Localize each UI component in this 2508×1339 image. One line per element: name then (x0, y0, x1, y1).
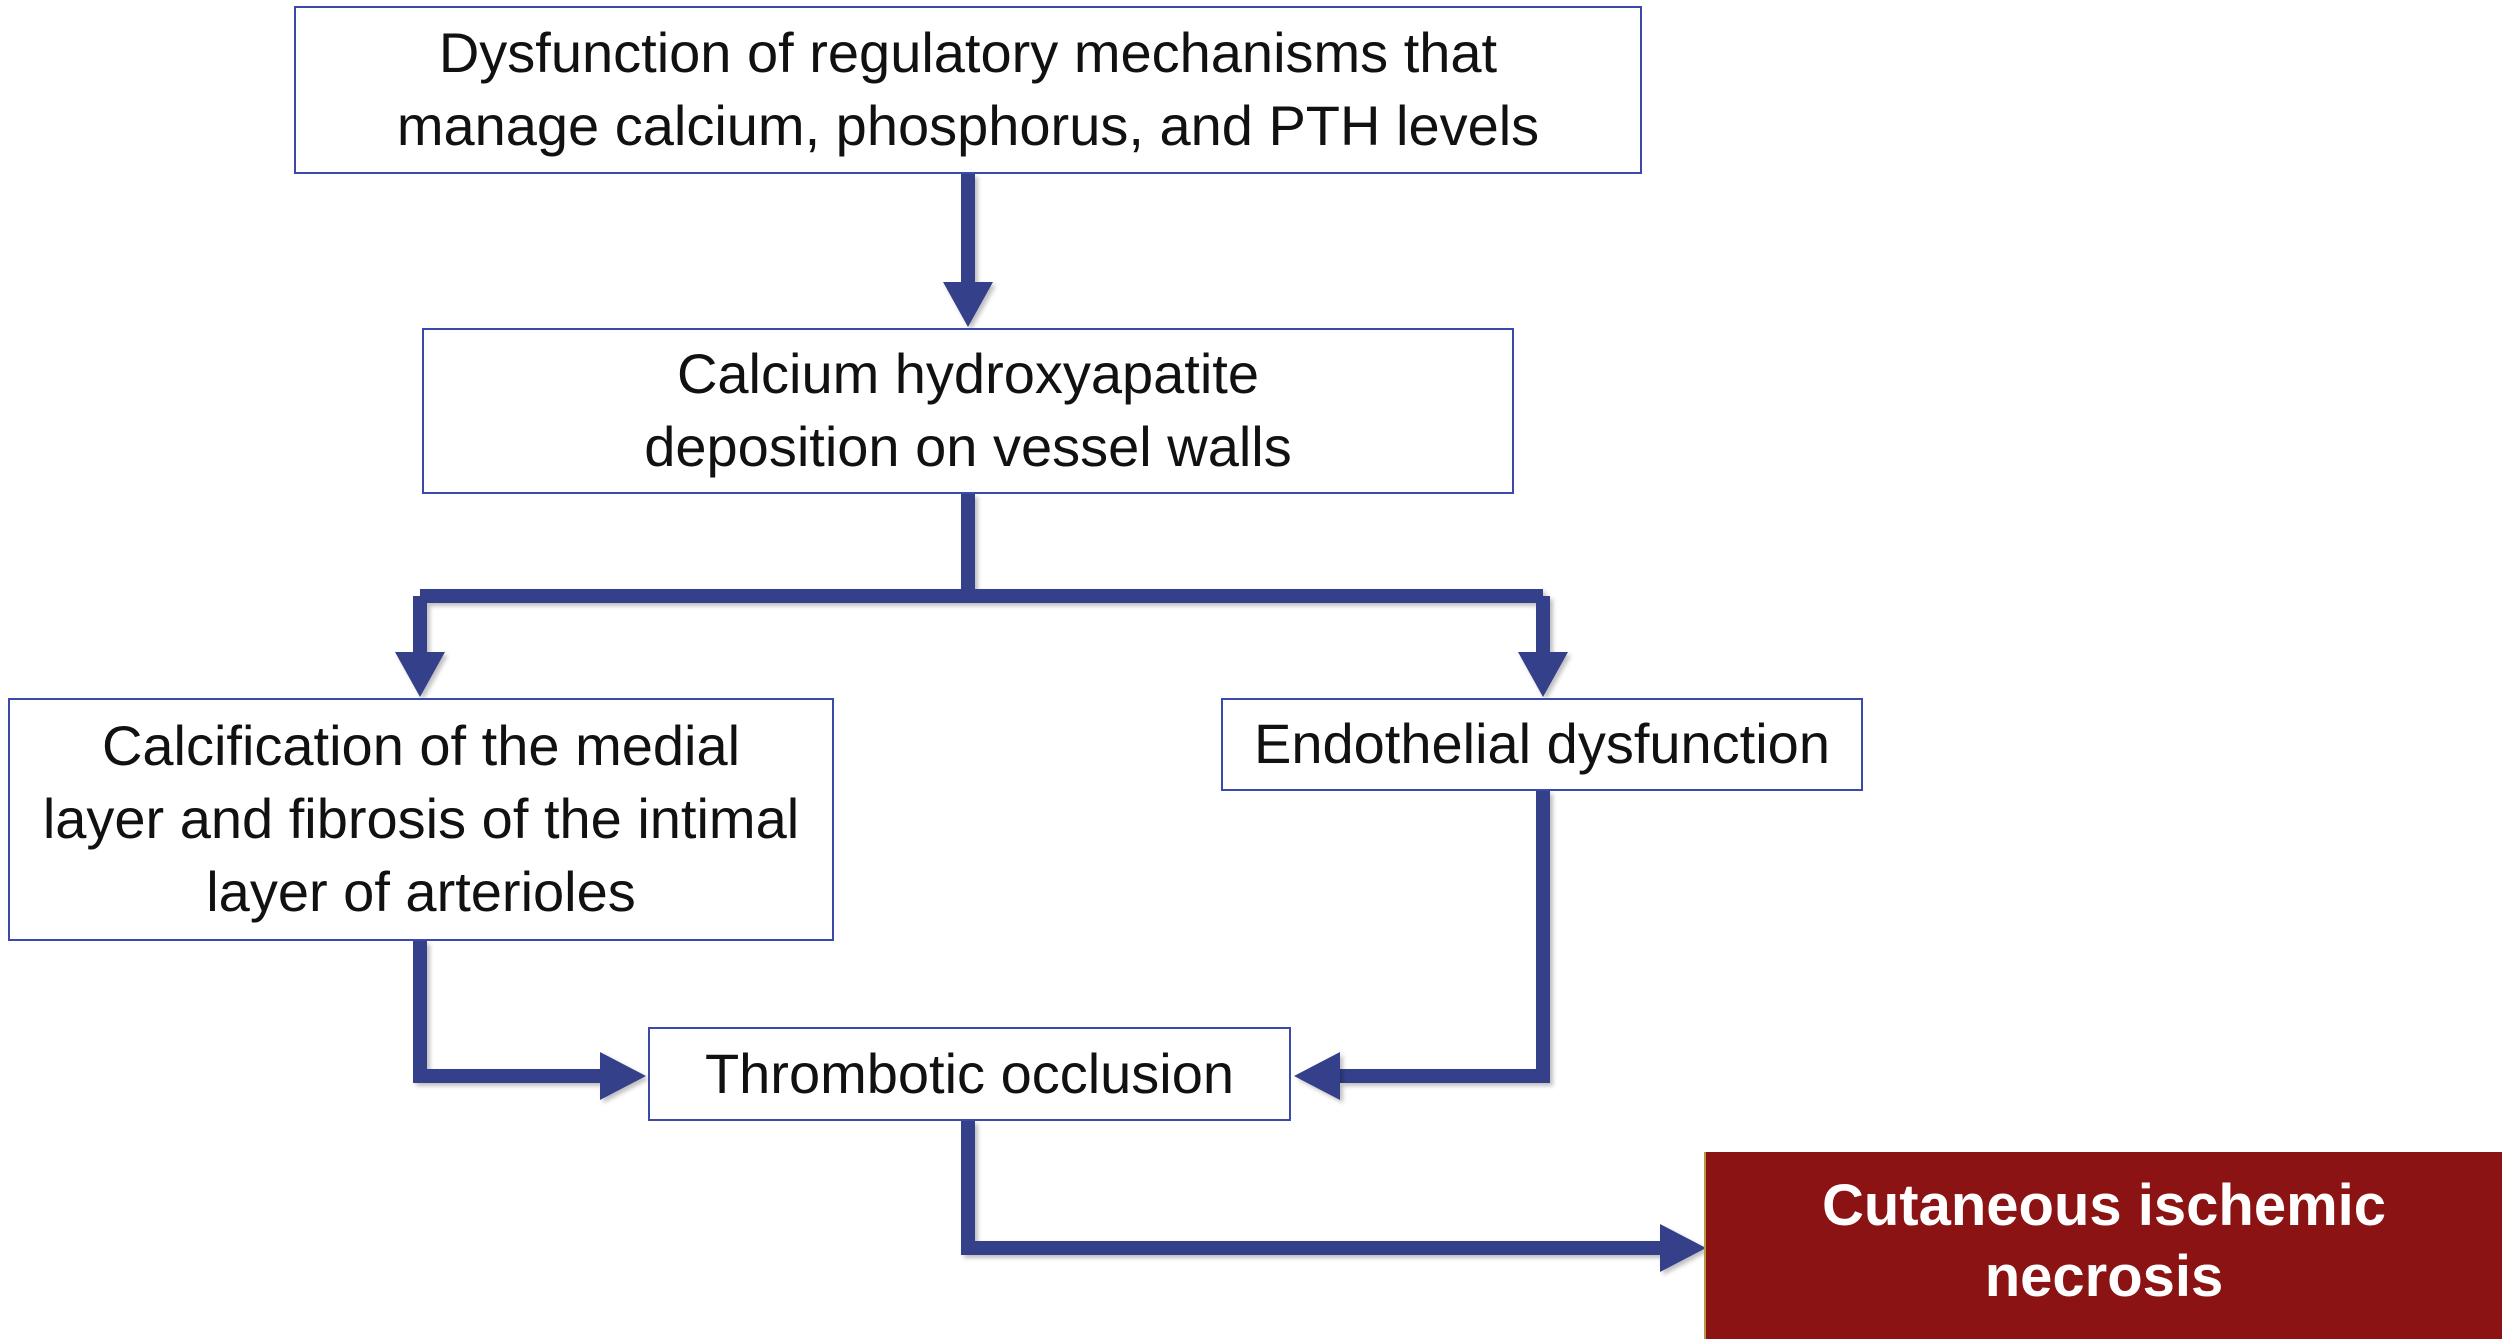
node-deposition: Calcium hydroxyapatite deposition on ves… (422, 328, 1514, 494)
arrowhead-thrombotic-left (600, 1052, 646, 1100)
node-deposition-label: Calcium hydroxyapatite deposition on ves… (644, 342, 1292, 478)
arrowhead-calcification (395, 652, 445, 697)
node-dysfunction: Dysfunction of regulatory mechanisms tha… (294, 6, 1642, 174)
node-thrombotic-label: Thrombotic occlusion (704, 1041, 1235, 1105)
arrowhead-deposition (943, 282, 993, 327)
edge-endothelial-thrombotic (1340, 791, 1550, 1083)
edge-thrombotic-necrosis (961, 1121, 1660, 1255)
node-endothelial-label: Endothelial dysfunction (1254, 712, 1830, 776)
node-calcification-label: Calcification of the medial layer and fi… (42, 714, 800, 923)
node-calcification: Calcification of the medial layer and fi… (8, 698, 834, 941)
node-necrosis-label: Cutaneous ischemic necrosis (1821, 1173, 2387, 1310)
node-endothelial: Endothelial dysfunction (1221, 698, 1863, 791)
edge-calcification-thrombotic (413, 941, 600, 1083)
node-thrombotic: Thrombotic occlusion (648, 1027, 1291, 1121)
arrowhead-endothelial (1518, 652, 1568, 697)
node-dysfunction-label: Dysfunction of regulatory mechanisms tha… (396, 21, 1540, 157)
arrowhead-necrosis (1660, 1224, 1706, 1272)
arrowhead-thrombotic-right (1294, 1052, 1340, 1100)
node-necrosis: Cutaneous ischemic necrosis (1706, 1152, 2502, 1339)
edge-deposition-split (420, 494, 1543, 603)
